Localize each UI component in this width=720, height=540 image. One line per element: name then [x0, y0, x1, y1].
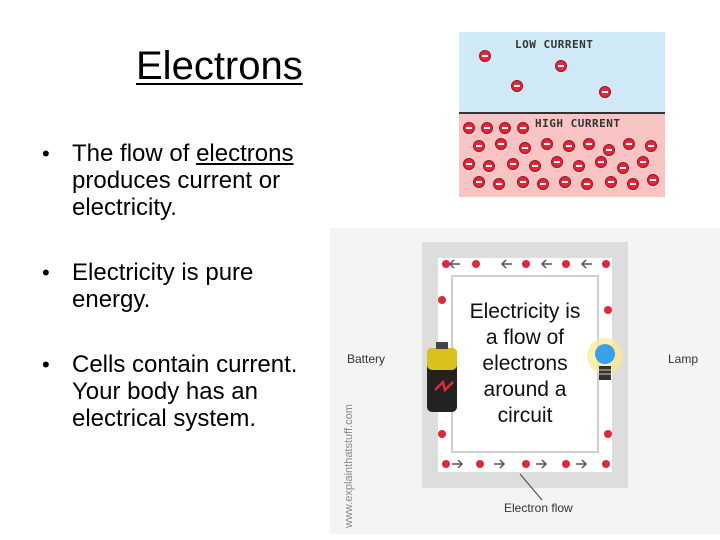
- electron-icon: [563, 140, 575, 152]
- electron-icon: [603, 144, 615, 156]
- lamp-icon: [587, 338, 623, 380]
- electron-icon: [627, 178, 639, 190]
- arrow-icon: [536, 459, 548, 469]
- circuit-diagram: Electricity is a flow of electrons aroun…: [330, 228, 720, 534]
- electron-icon: [605, 176, 617, 188]
- electron-icon: [473, 176, 485, 188]
- arrow-icon: [540, 259, 552, 269]
- bullet-text: produces current or electricity.: [72, 167, 281, 221]
- bullet-item: • Cells contain current. Your body has an…: [38, 351, 338, 432]
- electron-icon: [463, 158, 475, 170]
- electron-icon: [581, 178, 593, 190]
- electron-icon: [481, 122, 493, 134]
- battery-icon: [427, 342, 457, 412]
- electron-icon: [519, 142, 531, 154]
- flow-arrows: [448, 259, 592, 469]
- electron-icon: [483, 160, 495, 172]
- electron-icon: [645, 140, 657, 152]
- electron-icon: [517, 176, 529, 188]
- center-panel: [451, 275, 599, 453]
- electron-icon: [442, 460, 450, 468]
- arrow-icon: [494, 459, 506, 469]
- electron-icon: [637, 156, 649, 168]
- electron-icon: [472, 260, 480, 268]
- slide-title: Electrons: [136, 44, 303, 88]
- bullet-dot: •: [42, 260, 50, 285]
- bullet-text: Electricity is pure energy.: [72, 259, 254, 313]
- electron-icon: [537, 178, 549, 190]
- arrow-icon: [500, 259, 512, 269]
- caption-line: Electricity is: [470, 300, 581, 323]
- electron-icon: [493, 178, 505, 190]
- bullet-dot: •: [42, 141, 50, 166]
- low-current-label: LOW CURRENT: [515, 38, 594, 51]
- arrow-icon: [448, 259, 460, 269]
- battery-label: Battery: [347, 352, 385, 366]
- bullet-underlined-text: electrons: [196, 140, 294, 167]
- electron-icon: [604, 430, 612, 438]
- electron-icon: [541, 138, 553, 150]
- electron-icon: [511, 80, 523, 92]
- electron-icon: [562, 260, 570, 268]
- electron-icon: [463, 122, 475, 134]
- electron-icon: [551, 156, 563, 168]
- flow-pointer-line: [519, 473, 543, 501]
- high-current-label: HIGH CURRENT: [535, 117, 621, 130]
- electron-icon: [602, 460, 610, 468]
- electron-icon: [604, 306, 612, 314]
- electron-icon: [623, 138, 635, 150]
- electron-icon: [529, 160, 541, 172]
- bullet-item: • Electricity is pure energy.: [38, 259, 338, 313]
- caption-line: a flow of: [486, 326, 564, 349]
- high-current-zone: HIGH CURRENT: [459, 114, 665, 197]
- electron-icon: [562, 460, 570, 468]
- electron-icon: [555, 60, 567, 72]
- caption-line: circuit: [498, 404, 553, 427]
- caption-line: around a: [484, 378, 567, 401]
- electron-icon: [476, 460, 484, 468]
- electron-icon: [442, 260, 450, 268]
- electron-icon: [499, 122, 511, 134]
- arrow-icon: [576, 459, 588, 469]
- bullet-item: • The flow of electrons produces current …: [38, 140, 338, 221]
- electron-icon: [473, 140, 485, 152]
- lamp-label: Lamp: [668, 352, 698, 366]
- electron-icon: [595, 156, 607, 168]
- electron-icon: [647, 174, 659, 186]
- electron-icon: [522, 460, 530, 468]
- electron-icon: [617, 162, 629, 174]
- electron-icon: [438, 296, 446, 304]
- electron-icon: [438, 430, 446, 438]
- electron-flow-label: Electron flow: [504, 501, 573, 515]
- circuit-caption: Electricity is a flow of electrons aroun…: [470, 300, 581, 427]
- electron-icon: [559, 176, 571, 188]
- electron-icon: [495, 138, 507, 150]
- current-diagram: LOW CURRENT HIGH CURRENT: [459, 32, 665, 197]
- bullet-dot: •: [42, 352, 50, 377]
- electron-icon: [599, 86, 611, 98]
- electron-icon: [507, 158, 519, 170]
- electron-icon: [522, 260, 530, 268]
- electron-icon: [573, 160, 585, 172]
- arrow-icon: [452, 459, 464, 469]
- electron-icon: [602, 260, 610, 268]
- electron-icon: [517, 122, 529, 134]
- bullet-text: Cells contain current. Your body has an …: [72, 351, 298, 432]
- watermark-text: www.explainthatstuff.com: [343, 404, 355, 529]
- electron-icon: [479, 50, 491, 62]
- caption-line: electrons: [482, 352, 567, 375]
- low-current-zone: LOW CURRENT: [459, 32, 665, 114]
- bullet-text: The flow of: [72, 140, 197, 167]
- electron-row-top: [438, 260, 612, 468]
- bullet-list: • The flow of electrons produces current …: [38, 140, 338, 470]
- arrow-icon: [580, 259, 592, 269]
- electron-icon: [583, 138, 595, 150]
